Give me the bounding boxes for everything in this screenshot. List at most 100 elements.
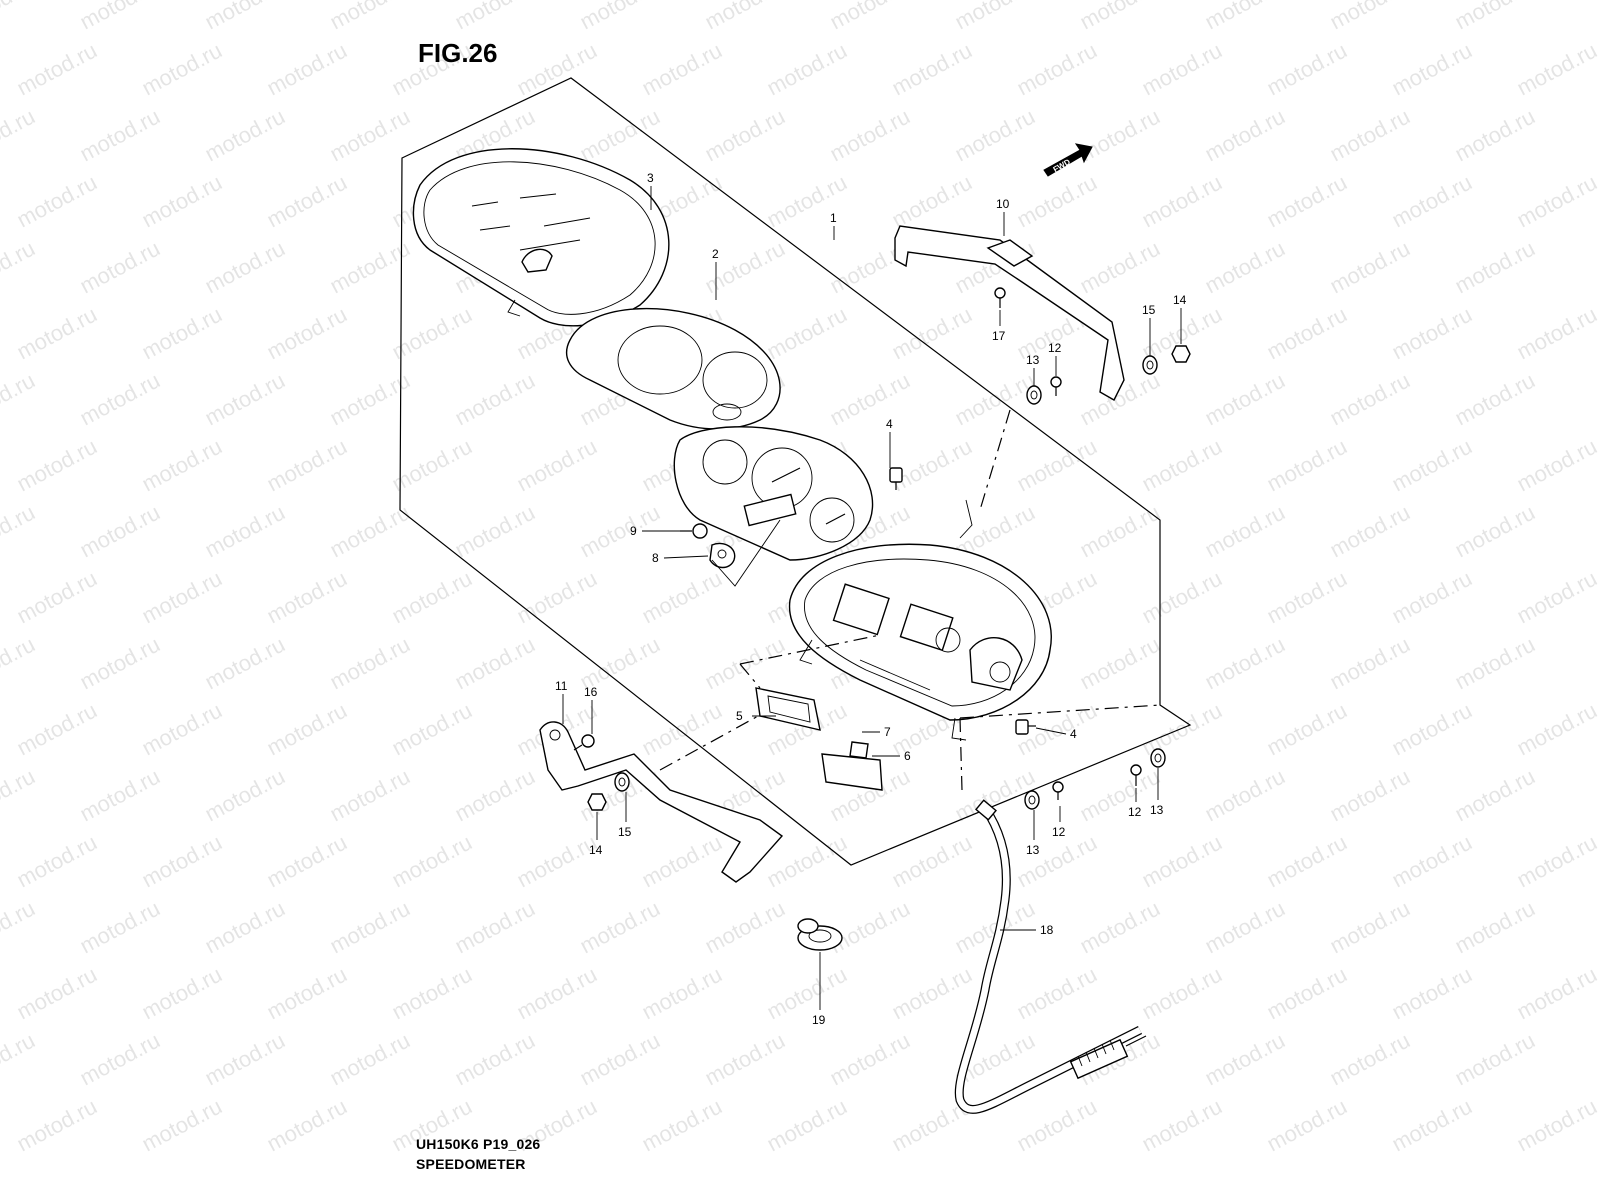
fastener-screw-4-lower[interactable] <box>1015 719 1036 735</box>
watermark-text: motod.ru <box>76 1028 164 1091</box>
watermark-text: motod.ru <box>826 368 914 431</box>
watermark-text: motod.ru <box>888 830 976 893</box>
watermark-text: motod.ru <box>388 566 476 629</box>
fastener-screw-12-mid[interactable] <box>1052 781 1064 800</box>
upper-meter-bracket[interactable] <box>894 225 1125 539</box>
watermark-text: motod.ru <box>1138 1094 1226 1157</box>
watermark-text: motod.ru <box>1513 698 1600 761</box>
watermark-text: motod.ru <box>1076 236 1164 299</box>
meter-dial-face[interactable] <box>673 426 874 561</box>
watermark-text: motod.ru <box>263 302 351 365</box>
fastener-screw-4-upper[interactable] <box>889 467 903 490</box>
watermark-text: motod.ru <box>1326 1028 1414 1091</box>
assembly-frame <box>399 77 1192 866</box>
watermark-text: motod.ru <box>1326 236 1414 299</box>
watermark-text: motod.ru <box>1138 962 1226 1025</box>
watermark-text: motod.ru <box>0 0 39 34</box>
callout-13-right: 13 <box>1150 803 1164 817</box>
lcd-display-unit[interactable] <box>739 634 881 731</box>
fastener-washer-13-right[interactable] <box>1150 748 1166 768</box>
watermark-text: motod.ru <box>1138 830 1226 893</box>
callout-1: 1 <box>830 211 837 225</box>
watermark-text: motod.ru <box>201 632 289 695</box>
watermark-text: motod.ru <box>513 566 601 629</box>
watermark-text: motod.ru <box>1513 38 1600 101</box>
watermark-text: motod.ru <box>1388 830 1476 893</box>
fastener-nut-14-upper[interactable] <box>1171 345 1191 363</box>
watermark-text: motod.ru <box>201 104 289 167</box>
watermark-text: motod.ru <box>1013 830 1101 893</box>
watermark-text: motod.ru <box>326 1028 414 1091</box>
callout-4-lower: 4 <box>1070 727 1077 741</box>
watermark-text: motod.ru <box>13 830 101 893</box>
bulb-socket[interactable] <box>709 542 736 569</box>
bulb[interactable] <box>680 523 708 539</box>
watermark-text: motod.ru <box>263 962 351 1025</box>
watermark-text: motod.ru <box>888 434 976 497</box>
watermark-text: motod.ru <box>13 698 101 761</box>
cable-grommet[interactable] <box>797 918 843 951</box>
watermark-text: motod.ru <box>701 0 789 34</box>
callout-10: 10 <box>996 197 1010 211</box>
fastener-screw-12-right[interactable] <box>1130 764 1142 786</box>
watermark-text: motod.ru <box>888 38 976 101</box>
watermark-text: motod.ru <box>1513 302 1600 365</box>
fastener-screw-12-upper[interactable] <box>1050 376 1062 396</box>
watermark-text: motod.ru <box>451 632 539 695</box>
watermark-text: motod.ru <box>1326 764 1414 827</box>
watermark-text: motod.ru <box>138 1094 226 1157</box>
watermark-text: motod.ru <box>1451 500 1539 563</box>
fastener-washer-15-lower[interactable] <box>614 772 630 792</box>
fastener-washer-13-mid[interactable] <box>1024 790 1040 810</box>
watermark-text: motod.ru <box>138 962 226 1025</box>
watermark-text: motod.ru <box>388 962 476 1025</box>
watermark-text: motod.ru <box>1388 434 1476 497</box>
fastener-washer-13-upper[interactable] <box>1026 385 1042 405</box>
watermark-text: motod.ru <box>638 1094 726 1157</box>
watermark-text: motod.ru <box>1138 566 1226 629</box>
watermark-text: motod.ru <box>638 962 726 1025</box>
watermark-text: motod.ru <box>1263 38 1351 101</box>
watermark-text: motod.ru <box>388 830 476 893</box>
speedometer-cable[interactable] <box>954 799 1147 1114</box>
callout-2: 2 <box>712 247 719 261</box>
watermark-text: motod.ru <box>576 0 664 34</box>
watermark-text: motod.ru <box>1013 1094 1101 1157</box>
meter-lens-cover[interactable] <box>412 148 670 341</box>
watermark-text: motod.ru <box>763 38 851 101</box>
figure-title: FIG.26 <box>418 38 498 68</box>
watermark-text: motod.ru <box>1076 104 1164 167</box>
meter-panel-bezel[interactable] <box>565 307 781 430</box>
callout-11: 11 <box>555 679 568 693</box>
watermark-text: motod.ru <box>138 38 226 101</box>
watermark-text: motod.ru <box>0 632 39 695</box>
socket-leader <box>711 519 781 587</box>
watermark-text: motod.ru <box>1076 0 1164 34</box>
watermark-text: motod.ru <box>1201 500 1289 563</box>
lower-meter-bracket[interactable] <box>539 714 784 883</box>
callout-labels: 1 2 3 4 4 5 6 7 8 9 10 11 12 12 12 13 13… <box>555 171 1187 1027</box>
watermark-text: motod.ru <box>263 170 351 233</box>
watermark-text: motod.ru <box>326 896 414 959</box>
watermark-text: motod.ru <box>13 962 101 1025</box>
watermark-text: motod.ru <box>1201 896 1289 959</box>
watermark-text: motod.ru <box>13 302 101 365</box>
watermark-text: motod.ru <box>263 566 351 629</box>
fastener-washer-15-upper[interactable] <box>1142 355 1158 375</box>
fastener-screw-16[interactable] <box>573 734 595 751</box>
watermark-text: motod.ru <box>138 566 226 629</box>
watermark-text: motod.ru <box>576 1028 664 1091</box>
watermark-text: motod.ru <box>826 0 914 34</box>
fastener-screw-17[interactable] <box>994 287 1006 308</box>
fastener-nut-14-lower[interactable] <box>587 793 607 811</box>
callout-19: 19 <box>812 1013 826 1027</box>
callout-9: 9 <box>630 524 637 538</box>
watermark-text: motod.ru <box>201 764 289 827</box>
meter-case[interactable] <box>788 543 1052 741</box>
watermark-text: motod.ru <box>1513 434 1600 497</box>
meter-circuit-board[interactable] <box>821 741 883 791</box>
watermark-text: motod.ru <box>701 104 789 167</box>
callout-14-upper: 14 <box>1173 293 1187 307</box>
watermark-text: motod.ru <box>451 0 539 34</box>
